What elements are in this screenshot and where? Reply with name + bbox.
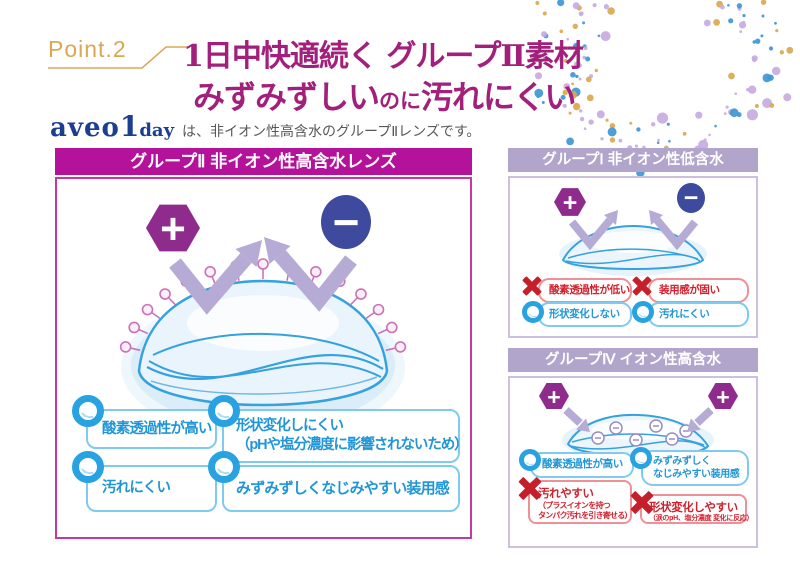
attract-arrow-right [694,407,714,426]
minus-circle-icon [677,183,705,213]
feature-title: 形状変化しやすい [649,502,738,514]
bounce-arrow-left-head [235,240,262,267]
title2-big2: 汚れにくい [421,78,576,116]
group4-panel-header: グループⅣ イオン性高含水 [508,348,758,372]
feature-text: みずみずしくなじみやすい装用感 [236,479,450,497]
brand-line: aveo1day は、非イオン性高含水のグループⅡレンズです。 [50,110,480,143]
feature-box: 汚れにくい [632,301,749,327]
circle-good-icon [208,451,240,483]
title2-small: のに [379,88,422,113]
brand-description: は、非イオン性高含水のグループⅡレンズです。 [182,123,481,139]
group2-panel-header: グループⅡ 非イオン性高含水レンズ [55,148,472,175]
feature-title: 汚れやすい [538,488,594,500]
feature-box: 汚れやすい （プラスイオンを持つ タンパク汚れを引き寄せる） [528,480,632,524]
bounce-arrow-left [568,217,614,251]
group1-panel: + − 酸素透過性が低い 装用感が固い 形状変化しない 汚れにくい [508,176,758,338]
cross-bad-icon [630,490,654,514]
feature-box: 装用感が固い [648,278,749,303]
point-label: Point.2 [48,36,127,62]
feature-box: 形状変化しない [522,301,632,327]
bounce-arrow-right [274,250,357,312]
bounce-arrow-right-head [264,237,291,264]
circle-good-icon [72,395,104,427]
group4-panel: + + 酸素透過性が高い みずみずしく なじみやすい装用感 汚れやすい （プラス… [508,376,758,548]
title2-big1: みずみずしい [193,78,380,116]
plus-hexagon-icon [539,383,569,409]
feature-text: 酸素透過性が高い [102,420,212,437]
plus-symbol: + [563,189,578,217]
feature-box: 酸素透過性が高い [519,449,634,478]
cross-bad-icon [518,476,542,500]
attract-arrow-left-head [576,418,590,432]
feature-box: 形状変化しやすい （涙のpH、塩分濃度 変化に反応） [640,494,754,524]
brand-logo-aveo: aveo [50,113,120,143]
cross-bad-icon [522,276,542,296]
minus-symbol: − [333,196,360,248]
feature-text: みずみずしく なじみやすい装用感 [653,456,740,480]
page-title-line2: みずみずしいのに汚れにくい [193,72,576,118]
feature-text: 形状変化しない [549,307,620,320]
group2-panel: + − 酸素透過性が高い 形状変化しにくい （pHや塩分濃度に影響されないため）… [55,177,472,539]
plus-hexagon-icon [554,188,586,216]
feature-text: 形状変化しにくい （pHや塩分濃度に影響されないため） [236,418,469,453]
point-line-decoration [48,46,190,69]
group2-lens-illustration: + − [119,195,407,431]
circle-good-icon [208,395,240,427]
feature-box: みずみずしくなじみやすい装用感 [208,451,460,512]
bounce-arrow-left-head [604,210,618,225]
circle-good-icon [630,447,652,469]
cross-bad-icon [632,276,652,296]
brand-logo-day: day [139,120,175,141]
feature-box: みずみずしく なじみやすい装用感 [630,447,749,486]
feature-subtext: （プラスイオンを持つ タンパク汚れを引き寄せる） [538,501,632,520]
plus-hexagon-icon [708,383,738,409]
page-title-line1: 1日中快適続く グループⅡ素材 [183,39,584,74]
bounce-arrow-left [169,253,252,315]
plus-symbol: + [716,384,729,410]
feature-box: 酸素透過性が低い [538,278,632,303]
feature-text: 装用感が固い [659,283,720,296]
feature-box: 形状変化しにくい （pHや塩分濃度に影響されないため） [208,395,469,463]
absorbed-minus-ions [591,419,693,447]
plus-symbol: + [547,384,560,410]
feature-box: 汚れにくい [72,451,217,512]
group4-lens-illustration: + + [539,383,738,462]
feature-subtext: （涙のpH、塩分濃度 変化に反応） [649,515,754,522]
bounce-arrow-right [653,217,699,251]
feature-text: 酸素透過性が低い [549,283,630,296]
plus-symbol: + [160,205,186,254]
minus-circle-icon [321,195,371,249]
plus-hexagon-icon [146,204,200,252]
feature-text: 汚れにくい [659,307,710,320]
circle-good-icon [519,449,541,471]
circle-good-icon [522,301,544,323]
minus-symbol: − [684,184,699,212]
group1-lens-illustration: + − [554,183,707,276]
feature-text: 汚れにくい [102,480,171,497]
brand-logo-num: 1 [119,110,140,143]
feature-box: 酸素透過性が高い [72,395,217,449]
attract-arrow-left [563,407,583,426]
circle-good-icon [72,451,104,483]
group1-panel-header: グループⅠ 非イオン性低含水 [508,148,758,172]
bounce-arrow-right-head [649,210,663,225]
feature-text: 酸素透過性が高い [542,458,623,471]
circle-good-icon [632,301,654,323]
attract-arrow-right-head [687,418,701,432]
